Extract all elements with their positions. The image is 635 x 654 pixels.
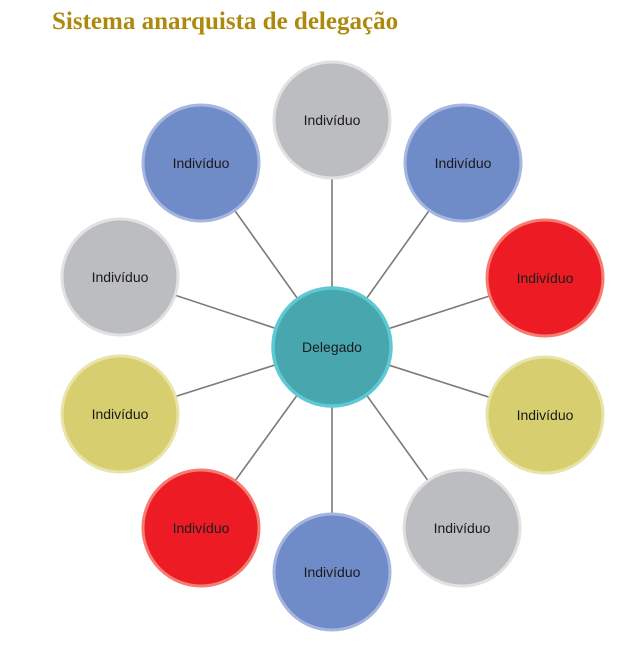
node-label: Indivíduo: [173, 155, 230, 171]
individual-node: Indivíduo: [485, 218, 605, 338]
diagram-title: Sistema anarquista de delegação: [52, 8, 399, 35]
node-circle: [141, 468, 261, 588]
node-label: Indivíduo: [517, 270, 574, 286]
node-label: Indivíduo: [173, 520, 230, 536]
node-circle: [403, 103, 523, 223]
node-label: Indivíduo: [517, 407, 574, 423]
individual-node: Indivíduo: [272, 512, 392, 632]
individual-node: Indivíduo: [272, 60, 392, 180]
individual-node: Indivíduo: [403, 103, 523, 223]
node-circle: [272, 512, 392, 632]
individual-node: Indivíduo: [402, 468, 522, 588]
node-circle: [60, 354, 180, 474]
node-label: Indivíduo: [92, 269, 149, 285]
individual-nodes: IndivíduoIndivíduoIndivíduoIndivíduoIndi…: [60, 60, 605, 632]
node-circle: [141, 103, 261, 223]
node-circle: [485, 218, 605, 338]
delegate-node: Delegado: [271, 286, 393, 408]
individual-node: Indivíduo: [141, 468, 261, 588]
node-circle: [485, 355, 605, 475]
node-label: Indivíduo: [434, 520, 491, 536]
individual-node: Indivíduo: [141, 103, 261, 223]
individual-node: Indivíduo: [485, 355, 605, 475]
node-circle: [60, 217, 180, 337]
node-label: Indivíduo: [304, 564, 361, 580]
individual-node: Indivíduo: [60, 217, 180, 337]
delegate-circle: [271, 286, 393, 408]
node-circle: [272, 60, 392, 180]
node-label: Indivíduo: [92, 406, 149, 422]
individual-node: Indivíduo: [60, 354, 180, 474]
delegate-label: Delegado: [302, 339, 362, 355]
node-label: Indivíduo: [435, 155, 492, 171]
node-circle: [402, 468, 522, 588]
node-label: Indivíduo: [304, 112, 361, 128]
